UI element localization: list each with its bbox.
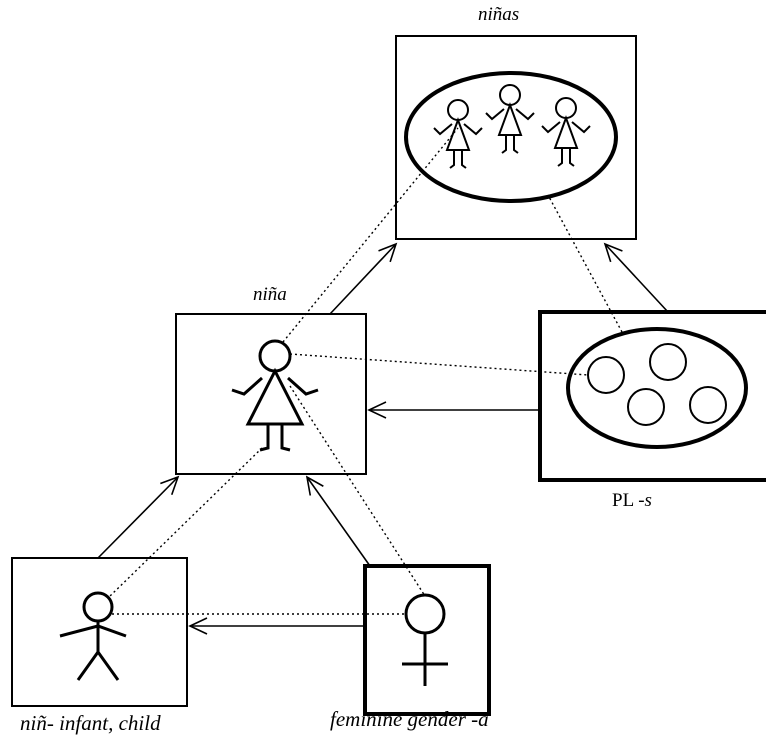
ninas-label: niñas — [478, 4, 520, 25]
plural-set-ellipse — [566, 327, 748, 449]
female-symbol-icon — [402, 593, 448, 686]
plural-member-3-icon — [627, 388, 665, 426]
plural-member-1-icon — [587, 356, 625, 394]
plural-label: PL -s — [612, 490, 652, 512]
feminine-box — [363, 564, 491, 716]
nina-box — [175, 313, 367, 475]
child-figure-icon — [59, 591, 127, 681]
girl-figure-1-icon — [433, 99, 483, 169]
nina-label: niña — [253, 284, 287, 305]
correspondence-line — [282, 127, 459, 343]
arrow-nin-to-nina — [97, 475, 180, 559]
girl-figure-icon — [231, 339, 319, 452]
plural-label-prefix: PL - — [612, 490, 645, 511]
arrow-plural-to-ninas — [603, 242, 669, 313]
plural-label-suffix: s — [644, 490, 652, 511]
plural-member-4-icon — [689, 386, 727, 424]
correspondence-line — [107, 447, 263, 599]
plural-box — [538, 310, 766, 482]
ninas-box — [395, 35, 637, 240]
correspondence-line — [289, 385, 426, 597]
plural-member-2-icon — [649, 343, 687, 381]
arrow-feminine-to-nina — [305, 475, 371, 567]
feminine-label: feminine gender -a — [330, 707, 489, 731]
girl-figure-3-icon — [541, 97, 591, 167]
girl-figure-2-icon — [485, 84, 535, 154]
nin-label: niñ- infant, child — [20, 711, 161, 735]
arrow-nina-to-ninas — [329, 242, 398, 315]
plural-ellipse — [404, 71, 618, 203]
nin-box — [11, 557, 188, 707]
correspondence-line — [289, 353, 589, 376]
correspondence-line — [547, 194, 623, 333]
